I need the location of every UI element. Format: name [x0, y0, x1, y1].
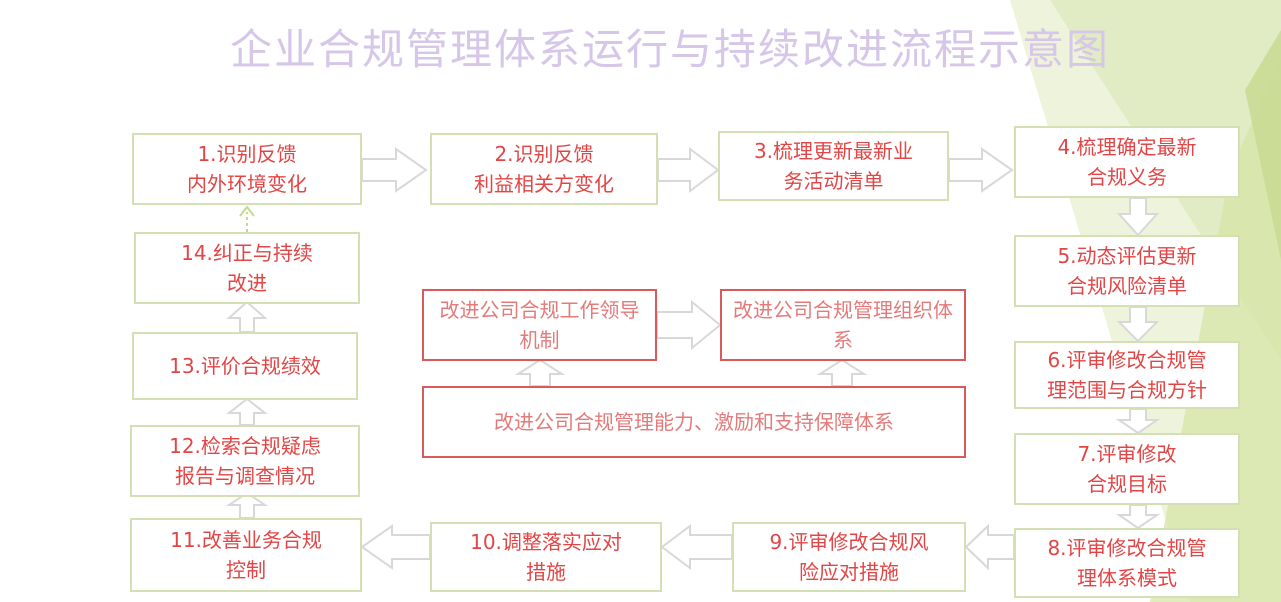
step-7-line1: 7.评审修改 [1077, 442, 1177, 466]
step-7: 7.评审修改合规目标 [1014, 433, 1240, 505]
step-4-line2: 合规义务 [1087, 165, 1167, 189]
step-12-line1: 12.检索合规疑虑 [169, 434, 321, 458]
step-2: 2.识别反馈利益相关方变化 [430, 133, 658, 205]
step-1-line1: 1.识别反馈 [197, 142, 297, 166]
step-4: 4.梳理确定最新合规义务 [1014, 126, 1240, 198]
center-box-organization-line2: 组织体系 [833, 298, 953, 352]
step-10-line2: 措施 [526, 560, 566, 584]
step-1-line2: 内外环境变化 [187, 172, 307, 196]
arrow-8-to-9 [964, 523, 1015, 571]
arrow-1-to-2 [361, 147, 428, 193]
center-box-support: 改进公司合规管理能力、激励和支持保障体系 [422, 386, 966, 458]
center-box-leadership: 改进公司合规工作领导机制 [422, 289, 657, 361]
step-6-line2: 理范围与合规方针 [1047, 378, 1207, 402]
arrow-7-to-8 [1115, 504, 1161, 530]
step-7-line2: 合规目标 [1087, 472, 1167, 496]
center-box-leadership-line1: 改进公司合规工作 [439, 298, 600, 322]
step-12: 12.检索合规疑虑报告与调查情况 [130, 425, 360, 497]
arrow-14-to-1 [239, 205, 255, 232]
step-1: 1.识别反馈内外环境变化 [132, 133, 362, 205]
step-4-line1: 4.梳理确定最新 [1057, 135, 1197, 159]
arrow-5-to-6 [1116, 306, 1160, 343]
step-6: 6.评审修改合规管理范围与合规方针 [1014, 341, 1240, 409]
center-box-organization-line1: 改进公司合规管理 [733, 298, 893, 322]
step-5-line1: 5.动态评估更新 [1057, 244, 1197, 268]
step-5: 5.动态评估更新合规风险清单 [1014, 235, 1240, 307]
arrow-4-to-5 [1116, 197, 1160, 237]
arrow-2-to-3 [657, 147, 720, 193]
arrow-3-to-4 [948, 147, 1014, 193]
arrow-10-to-11 [360, 524, 431, 570]
step-14: 14.纠正与持续改进 [134, 232, 360, 304]
step-11-line1: 11.改善业务合规 [170, 528, 322, 552]
step-9: 9.评审修改合规风险应对措施 [732, 522, 966, 592]
arrow-13-to-14 [226, 300, 268, 333]
step-13: 13.评价合规绩效 [132, 332, 358, 400]
step-14-line2: 改进 [227, 271, 267, 295]
center-box-support-label: 改进公司合规管理能力、激励和支持保障体系 [494, 410, 894, 434]
step-2-line1: 2.识别反馈 [494, 142, 594, 166]
step-6-line1: 6.评审修改合规管 [1047, 348, 1207, 372]
step-5-line2: 合规风险清单 [1067, 274, 1187, 298]
step-8-line2: 理体系模式 [1077, 566, 1177, 590]
arrow-9-to-10 [660, 524, 733, 570]
page-title: 企业合规管理体系运行与持续改进流程示意图 [229, 25, 1110, 74]
step-14-line1: 14.纠正与持续 [181, 241, 313, 265]
step-3-line2: 务活动清单 [783, 169, 884, 193]
step-2-line2: 利益相关方变化 [474, 172, 614, 196]
step-8-line1: 8.评审修改合规管 [1047, 536, 1207, 560]
arrow-center-c-to-a [514, 358, 566, 387]
step-9-line2: 险应对措施 [799, 560, 899, 584]
arrow-12-to-13 [226, 397, 268, 426]
step-12-line2: 报告与调查情况 [175, 464, 315, 488]
step-13-line1: 13.评价合规绩效 [169, 354, 321, 378]
step-9-line1: 9.评审修改合规风 [769, 530, 929, 554]
step-11-line2: 控制 [226, 558, 266, 582]
arrow-center-c-to-b [816, 358, 868, 387]
arrow-11-to-12 [225, 491, 269, 519]
step-10: 10.调整落实应对措施 [430, 522, 662, 592]
step-8: 8.评审修改合规管理体系模式 [1014, 528, 1240, 598]
arrow-center-a-to-b [656, 299, 722, 351]
step-11: 11.改善业务合规控制 [130, 518, 362, 592]
center-box-leadership-line2: 领导机制 [519, 298, 640, 352]
step-3: 3.梳理更新最新业务活动清单 [718, 131, 949, 201]
step-10-line1: 10.调整落实应对 [470, 530, 622, 554]
arrow-6-to-7 [1115, 408, 1161, 435]
step-3-line1: 3.梳理更新最新业 [753, 139, 914, 163]
center-box-organization: 改进公司合规管理组织体系 [720, 289, 966, 361]
